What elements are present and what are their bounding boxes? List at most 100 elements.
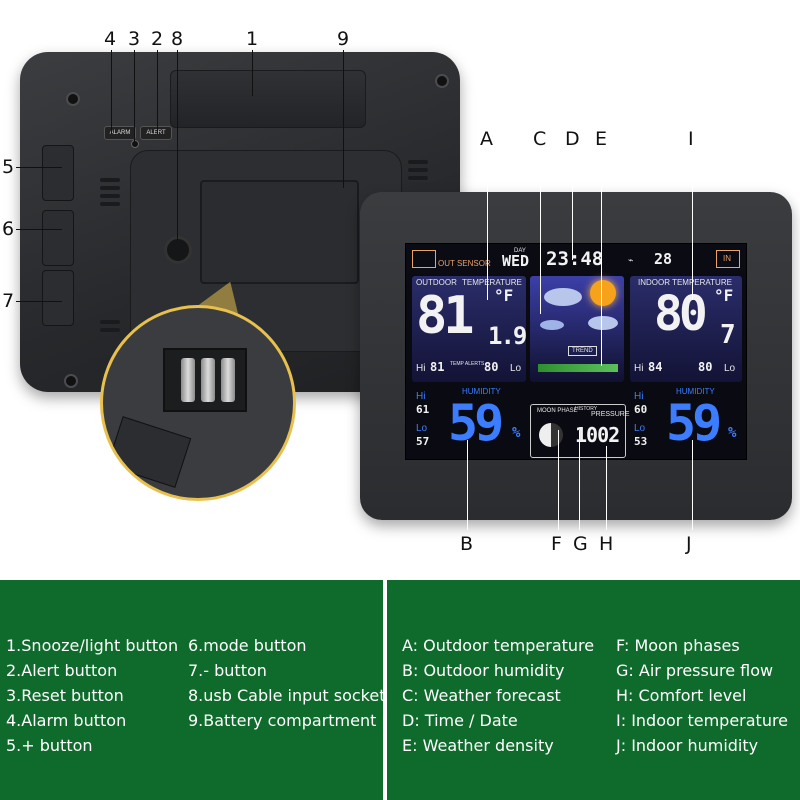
screw	[64, 374, 78, 388]
callout-line-c	[540, 150, 541, 314]
legend-item-d: D: Time / Date	[402, 711, 518, 730]
legend-item-5: 5.+ button	[6, 736, 93, 755]
callout-b: B	[460, 533, 474, 555]
callout-line-8	[177, 50, 178, 240]
indoor-temperature-label: INDOOR TEMPERATURE	[638, 278, 732, 287]
callout-2: 2	[151, 28, 164, 50]
day-label: DAY	[514, 248, 526, 254]
indoor-humidity-panel: Hi 60 Lo 53 HUMIDITY 59 %	[630, 386, 742, 456]
product-photo: ALARM ALERT OUT SENSOR DAY WED 23:48 ⌁ 2…	[2, 28, 792, 555]
outdoor-temp-decimal: 1.9	[488, 322, 527, 350]
callout-line-j	[692, 440, 693, 530]
mode-button	[42, 210, 74, 266]
callout-4: 4	[104, 28, 117, 50]
callout-line-6	[16, 229, 62, 230]
legend-item-f: F: Moon phases	[616, 636, 740, 655]
indoor-hi-label: Hi	[634, 363, 644, 374]
indoor-hum-hi-value: 60	[634, 403, 648, 416]
callout-line-d	[572, 150, 573, 260]
vent	[408, 160, 428, 164]
moon-icon	[539, 423, 563, 447]
vent	[100, 320, 120, 324]
battery-cell	[181, 358, 195, 402]
reset-button	[131, 140, 139, 148]
usb-socket	[164, 236, 192, 264]
callout-a: A	[480, 128, 493, 150]
indoor-temp-integer: 80	[654, 286, 708, 342]
alert-button-label: ALERT	[146, 130, 166, 136]
day-value: WED	[502, 252, 530, 270]
legend-item-h: H: Comfort level	[616, 686, 747, 705]
callout-5: 5	[2, 156, 15, 178]
outdoor-hum-lo-value: 57	[416, 435, 430, 448]
legend-panel	[0, 580, 800, 800]
callout-line-3	[134, 50, 135, 142]
indoor-temperature-panel: INDOOR TEMPERATURE 80 °F 7 Hi 84 80 Lo	[630, 276, 742, 382]
cloud-icon	[540, 320, 564, 330]
out-sensor-label: OUT SENSOR	[438, 259, 491, 268]
indoor-humidity-unit: %	[728, 425, 737, 441]
plus-button	[42, 145, 74, 201]
display-top-bar: OUT SENSOR DAY WED 23:48 ⌁ 28 IN	[406, 244, 746, 274]
outdoor-house-icon	[412, 250, 436, 268]
weather-forecast-panel: TREND	[530, 276, 624, 382]
vent	[100, 194, 120, 198]
legend-item-1: 1.Snooze/light button	[6, 636, 179, 655]
callout-9: 9	[337, 28, 350, 50]
vent	[100, 178, 120, 182]
indoor-temp-decimal: 7	[720, 320, 736, 350]
callout-c: C	[533, 128, 547, 150]
outdoor-hum-hi-value: 61	[416, 403, 430, 416]
battery-zoom-inset	[100, 305, 296, 501]
indoor-lo-value: 80	[698, 360, 713, 374]
callout-line-9	[343, 50, 344, 188]
outdoor-temp-unit: °F	[494, 286, 514, 305]
indoor-hi-value: 84	[648, 360, 663, 374]
lcd-screen: OUT SENSOR DAY WED 23:48 ⌁ 28 IN OUTDOOR…	[405, 243, 747, 460]
outdoor-humidity-label: HUMIDITY	[462, 387, 501, 396]
outdoor-temperature-panel: OUTDOOR TEMPERATURE 81 °F 1.9 Hi 81 TEMP…	[412, 276, 527, 382]
legend-item-6: 6.mode button	[188, 636, 307, 655]
indoor-hum-lo-value: 53	[634, 435, 648, 448]
callout-6: 6	[2, 218, 15, 240]
legend-divider	[383, 580, 387, 800]
in-label: IN	[723, 254, 731, 263]
callout-e: E	[595, 128, 608, 150]
moon-pressure-panel: MOON PHASE HISTORY PRESSURE 1002	[530, 404, 630, 458]
callout-line-2	[157, 50, 158, 134]
signal-icon: ⌁	[628, 255, 634, 265]
history-label: HISTORY	[575, 406, 598, 412]
outdoor-lo-value: 80	[484, 360, 499, 374]
alarm-button: ALARM	[104, 126, 136, 140]
callout-line-4	[111, 50, 112, 134]
outdoor-label: OUTDOOR	[416, 278, 457, 287]
legend-item-2: 2.Alert button	[6, 661, 118, 680]
callout-g: G	[573, 533, 588, 555]
indoor-hum-hi-label: Hi	[634, 391, 644, 402]
outdoor-humidity-value: 59	[448, 394, 504, 452]
battery-cell	[221, 358, 235, 402]
vent	[100, 328, 120, 332]
screw	[435, 74, 449, 88]
forecast-gap	[530, 386, 624, 400]
time-value: 23:48	[546, 248, 604, 270]
callout-1: 1	[246, 28, 259, 50]
indoor-hum-lo-label: Lo	[634, 423, 646, 434]
outdoor-temp-integer: 81	[416, 286, 475, 346]
moon-phase-label: MOON PHASE	[537, 408, 578, 414]
indoor-temp-unit: °F	[714, 286, 734, 305]
legend-item-b: B: Outdoor humidity	[402, 661, 565, 680]
callout-line-5	[16, 167, 62, 168]
vent	[408, 176, 428, 180]
callout-7: 7	[2, 290, 15, 312]
temperature-label: TEMPERATURE	[462, 278, 522, 287]
legend-item-c: C: Weather forecast	[402, 686, 561, 705]
legend-item-7: 7.- button	[188, 661, 267, 680]
trend-label: TREND	[568, 346, 597, 356]
cloud-icon	[544, 288, 582, 306]
alarm-button-label: ALARM	[109, 130, 131, 136]
temp-alerts-label: TEMP ALERTS	[450, 361, 485, 367]
screw	[66, 92, 80, 106]
light-bar	[170, 70, 366, 128]
callout-f: F	[551, 533, 562, 555]
